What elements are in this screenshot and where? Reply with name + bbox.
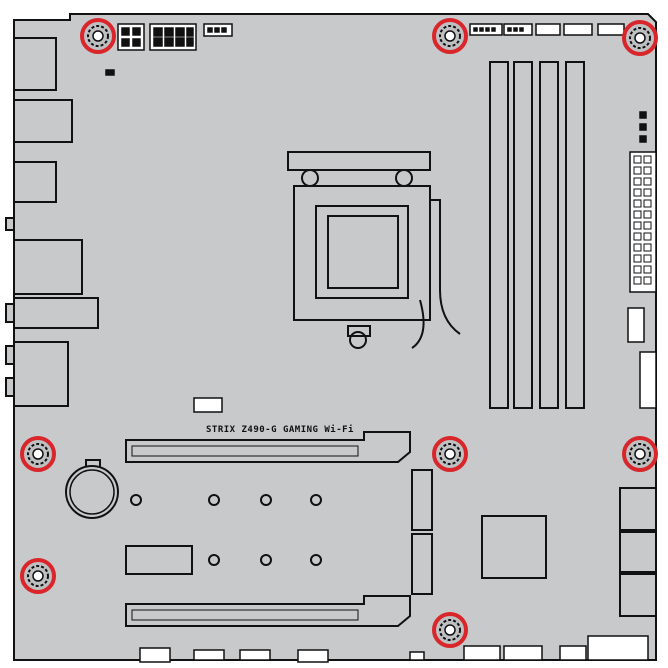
atx-pin [633, 188, 642, 197]
sata-connector [627, 307, 645, 343]
pcie-slots [125, 431, 411, 627]
socket-retention-bar [287, 151, 431, 171]
io-port-block [5, 345, 15, 365]
atx-pin [633, 243, 642, 252]
chassis-fan-header [193, 397, 223, 413]
atx-pin [643, 265, 652, 274]
chipset [481, 515, 547, 579]
atx-pin [643, 210, 652, 219]
dimm-slot-b2 [565, 61, 585, 409]
dimm-slots [489, 61, 585, 409]
atx-pin [643, 276, 652, 285]
io-port-block [13, 239, 83, 295]
atx-pin [643, 221, 652, 230]
atx-pin [633, 265, 642, 274]
atx-pin [633, 254, 642, 263]
mounting-hole [20, 558, 56, 594]
mounting-hole [622, 436, 658, 472]
io-port-block [13, 37, 57, 91]
io-port-block [5, 303, 15, 323]
cmos-battery [65, 459, 119, 519]
board-model-label: STRIX Z490-G GAMING Wi-Fi [206, 424, 354, 435]
atx-pin [643, 243, 652, 252]
io-port-block [13, 161, 57, 203]
dimm-slot-b1 [539, 61, 559, 409]
atx-pin [643, 199, 652, 208]
pcb-outline [13, 13, 657, 661]
atx-pin [643, 166, 652, 175]
io-port-block [5, 217, 15, 231]
sata-ports [619, 487, 657, 617]
atx-pin [643, 232, 652, 241]
mounting-hole [20, 436, 56, 472]
atx-pin [633, 155, 642, 164]
cpu-power-connectors [105, 23, 233, 76]
atx-pin [643, 188, 652, 197]
mounting-hole [80, 18, 116, 54]
atx-pin [633, 232, 642, 241]
rear-io-panel [5, 37, 99, 407]
m2-connector [125, 545, 193, 575]
mounting-holes [20, 18, 658, 648]
top-right-headers [469, 23, 625, 36]
cpu-8pin-pins [121, 27, 194, 47]
io-port-block [13, 99, 73, 143]
misc-headers [139, 397, 649, 663]
usb-header [639, 351, 657, 409]
atx-pin [633, 276, 642, 285]
atx-pin [633, 199, 642, 208]
atx-24pin-connector [627, 111, 657, 409]
socket-lever [430, 199, 461, 335]
m2-standoffs [130, 494, 322, 566]
vertical-connectors [411, 469, 433, 595]
socket-die-area [327, 215, 399, 289]
atx-pin [633, 221, 642, 230]
mounting-hole [622, 20, 658, 56]
pcie-x16-slot-2 [125, 595, 411, 627]
atx-pin [633, 210, 642, 219]
io-port-block [13, 297, 99, 329]
atx-pin [633, 177, 642, 186]
atx-pin [643, 254, 652, 263]
mounting-hole [432, 436, 468, 472]
mounting-hole [432, 18, 468, 54]
mounting-hole [432, 612, 468, 648]
io-port-block [5, 377, 15, 397]
pcie-x16-slot-1 [125, 431, 411, 463]
cpu-socket [287, 151, 461, 349]
socket-screw [395, 169, 413, 187]
atx-pin [633, 166, 642, 175]
atx-pin [643, 155, 652, 164]
small-smd [105, 69, 115, 76]
socket-screw [301, 169, 319, 187]
atx-pin [643, 177, 652, 186]
dimm-slot-a1 [489, 61, 509, 409]
socket-screw [349, 331, 367, 349]
dimm-slot-a2 [513, 61, 533, 409]
io-port-block [13, 341, 69, 407]
